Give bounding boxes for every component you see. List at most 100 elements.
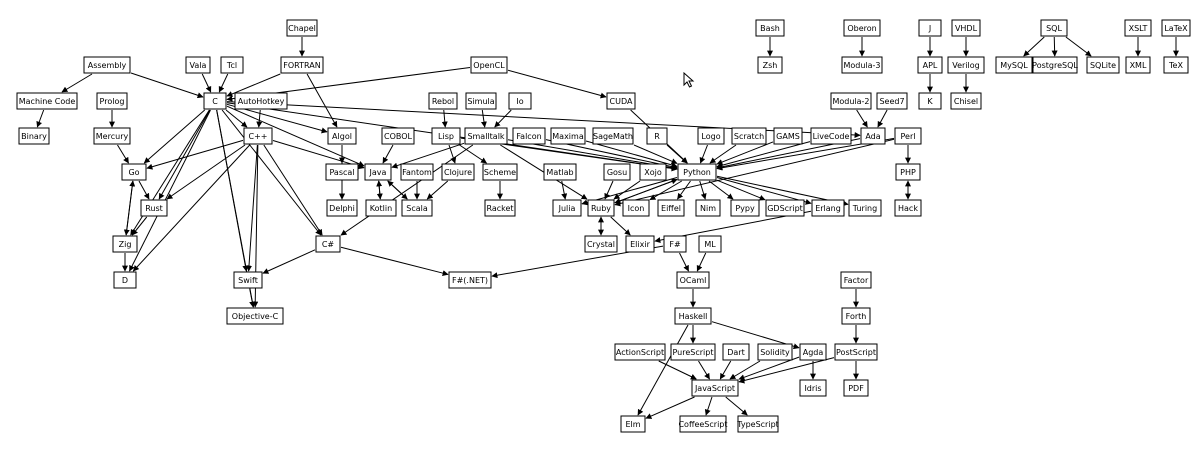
- edge-io-to-smalltalk: [494, 109, 512, 128]
- node-box: [1161, 19, 1191, 37]
- node-box: [918, 19, 942, 37]
- node-box: [482, 163, 518, 181]
- node-box: [765, 199, 805, 217]
- node-smalltalk: Smalltalk: [464, 127, 508, 145]
- node-label: Machine Code: [19, 97, 76, 106]
- edge-python-to-julia: [581, 177, 678, 206]
- node-matlab: Matlab: [543, 163, 577, 181]
- node-box: [464, 127, 508, 145]
- node-label: XML: [1130, 61, 1147, 70]
- node-c: C: [203, 92, 227, 110]
- node-label: Swift: [238, 276, 258, 285]
- node-label: Erlang: [815, 204, 841, 213]
- node-xml: XML: [1125, 56, 1151, 74]
- edge-ml-to-ocaml: [696, 252, 707, 272]
- node-box: [400, 163, 434, 181]
- node-cpp: C++: [243, 127, 273, 145]
- node-box: [603, 163, 631, 181]
- node-box: [381, 127, 415, 145]
- node-chisel: Chisel: [950, 92, 982, 110]
- node-box: [697, 127, 725, 145]
- node-label: GDScript: [767, 204, 803, 213]
- node-assembly: Assembly: [83, 56, 131, 74]
- node-xojo: Xojo: [639, 163, 667, 181]
- node-label: VHDL: [955, 24, 978, 33]
- node-label: Rebol: [432, 97, 454, 106]
- node-tex: TeX: [1163, 56, 1189, 74]
- node-kotlin: Kotlin: [365, 199, 397, 217]
- node-box: [326, 199, 358, 217]
- node-ruby: Ruby: [587, 199, 615, 217]
- node-mercury: Mercury: [93, 127, 131, 145]
- edge-swift-to-objectivec: [249, 288, 256, 308]
- node-label: F#: [669, 240, 681, 249]
- edge-javascript-to-elm: [645, 396, 695, 419]
- edge-csharp-to-swift: [262, 249, 316, 274]
- edge-cpp-to-rust: [166, 144, 246, 200]
- node-label: C++: [249, 132, 268, 141]
- node-gams: GAMS: [773, 127, 803, 145]
- node-label: FORTRAN: [283, 61, 320, 70]
- node-box: [646, 127, 668, 145]
- node-box: [731, 127, 767, 145]
- node-label: Lisp: [438, 132, 454, 141]
- node-label: Verilog: [952, 61, 979, 70]
- node-vala: Vala: [185, 56, 211, 74]
- node-box: [810, 127, 852, 145]
- node-box: [670, 343, 716, 361]
- node-box: [757, 56, 783, 74]
- node-box: [620, 415, 646, 433]
- node-j: J: [918, 19, 942, 37]
- node-box: [592, 127, 634, 145]
- node-label: Maxima: [552, 132, 584, 141]
- node-r: R: [646, 127, 668, 145]
- node-label: Zig: [119, 240, 132, 249]
- edges-layer: [36, 36, 1179, 419]
- node-fsharpnet: F#(.NET): [448, 271, 492, 289]
- node-label: CUDA: [610, 97, 633, 106]
- edge-cpp-to-d: [132, 144, 251, 272]
- node-icon: Icon: [622, 199, 650, 217]
- node-box: [894, 199, 922, 217]
- node-fsharp: F#: [663, 235, 687, 253]
- node-box: [1086, 56, 1120, 74]
- node-ada: Ada: [860, 127, 886, 145]
- node-label: XSLT: [1129, 24, 1148, 33]
- node-label: Binary: [21, 132, 47, 141]
- node-label: Scratch: [734, 132, 764, 141]
- edge-smalltalk-to-csharp: [340, 144, 474, 236]
- node-label: Rust: [145, 204, 163, 213]
- node-perl: Perl: [894, 127, 922, 145]
- node-label: MySQL: [1000, 61, 1028, 70]
- node-chapel: Chapel: [286, 19, 318, 37]
- node-d: D: [113, 271, 137, 289]
- node-label: R: [654, 132, 660, 141]
- edge-rust-to-zig: [131, 216, 148, 236]
- edge-c-to-d: [129, 109, 211, 272]
- node-label: Pascal: [329, 168, 354, 177]
- edge-agda-to-javascript: [738, 356, 800, 381]
- node-label: PostScript: [836, 348, 876, 357]
- edge-fortran-to-algol: [306, 73, 338, 128]
- node-label: Falcon: [516, 132, 541, 141]
- node-box: [1032, 56, 1078, 74]
- node-box: [843, 379, 869, 397]
- node-label: Hack: [898, 204, 918, 213]
- node-label: Idris: [804, 384, 821, 393]
- node-box: [677, 163, 717, 181]
- node-box: [327, 127, 357, 145]
- node-label: PostgreSQL: [1032, 61, 1078, 70]
- edge-ruby-to-elixir: [610, 216, 631, 236]
- node-vhdl: VHDL: [951, 19, 981, 37]
- node-objectivec: Objective-C: [226, 307, 284, 325]
- node-bash: Bash: [755, 19, 785, 37]
- node-box: [698, 235, 722, 253]
- node-label: C: [212, 97, 218, 106]
- node-pascal: Pascal: [325, 163, 359, 181]
- node-label: F#(.NET): [452, 276, 488, 285]
- node-fortran: FORTRAN: [280, 56, 324, 74]
- node-box: [234, 92, 288, 110]
- node-label: Nim: [700, 204, 716, 213]
- node-box: [584, 235, 618, 253]
- edge-postscript-to-javascript: [738, 357, 835, 384]
